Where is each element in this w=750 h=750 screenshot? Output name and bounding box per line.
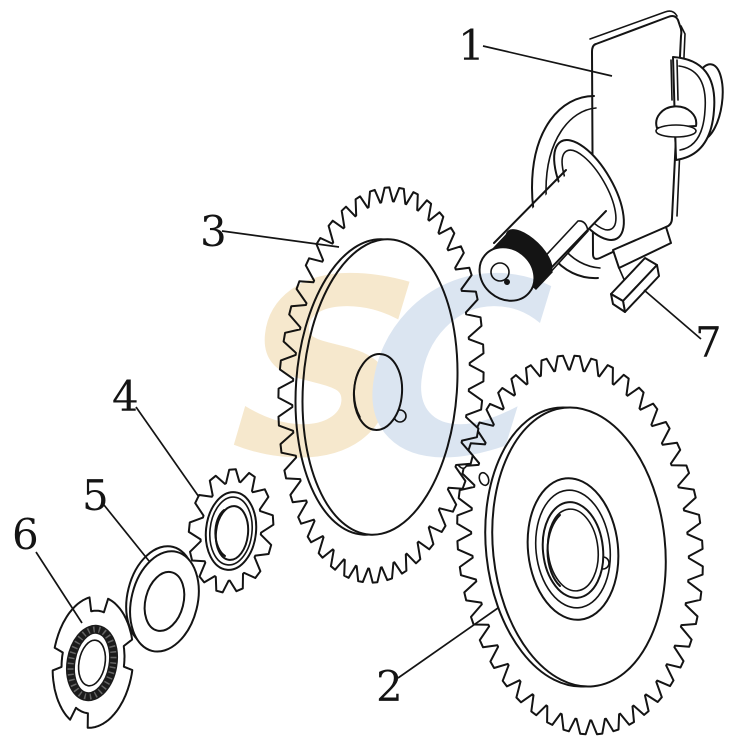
callout-3-label: 3 bbox=[200, 207, 227, 256]
gear2-hole-b bbox=[478, 471, 490, 487]
mounting-flange bbox=[612, 226, 672, 269]
callouts: 1 2 3 4 5 6 7 bbox=[12, 21, 722, 711]
ratchet-bore-shadow bbox=[214, 509, 226, 557]
knurled-band-end bbox=[505, 229, 553, 275]
shaft-end-hole bbox=[490, 262, 510, 282]
terminal-dome bbox=[655, 105, 698, 129]
callout-5-line bbox=[103, 504, 150, 562]
callout-4-line bbox=[135, 406, 200, 498]
washer bbox=[125, 545, 200, 653]
ratchet-gear bbox=[187, 468, 275, 594]
starter-assembly bbox=[478, 10, 724, 302]
callout-2-label: 2 bbox=[376, 662, 403, 711]
gear-center bbox=[277, 186, 485, 584]
terminal-boot-inner bbox=[678, 65, 707, 151]
callout-1-line bbox=[482, 45, 613, 77]
tab-washer-dark-ring bbox=[65, 624, 119, 702]
terminal-dome-base bbox=[655, 124, 697, 138]
terminal-stem-right bbox=[676, 59, 679, 101]
tab-washer-ring-hatch bbox=[67, 626, 117, 700]
callout-7-line bbox=[643, 289, 702, 340]
callout-6-label: 6 bbox=[12, 510, 39, 559]
callout-5-label: 5 bbox=[82, 471, 109, 520]
washer-hole bbox=[143, 570, 186, 632]
shaft-end-notch bbox=[504, 279, 510, 285]
key bbox=[610, 257, 660, 313]
callout-3-line bbox=[221, 230, 340, 248]
callout-7-label: 7 bbox=[695, 318, 722, 367]
motor-housing-outer bbox=[531, 95, 599, 280]
plate-top-edge bbox=[589, 10, 678, 40]
tab-washer-hole bbox=[77, 639, 107, 687]
tab-washer bbox=[51, 596, 134, 729]
gear2-bore-shadow bbox=[546, 514, 561, 587]
terminal-stem-lower bbox=[674, 135, 677, 160]
gear3-bore-accent bbox=[353, 369, 361, 418]
callout-2-line bbox=[397, 607, 499, 679]
gear-lower-right bbox=[456, 354, 704, 736]
callout-4-label: 4 bbox=[112, 372, 139, 421]
callout-1-label: 1 bbox=[458, 21, 485, 70]
terminal-stem-left bbox=[670, 59, 673, 101]
callout-6-line bbox=[35, 551, 83, 624]
key-end-face bbox=[610, 293, 626, 313]
shaft-edge-top bbox=[493, 169, 567, 244]
